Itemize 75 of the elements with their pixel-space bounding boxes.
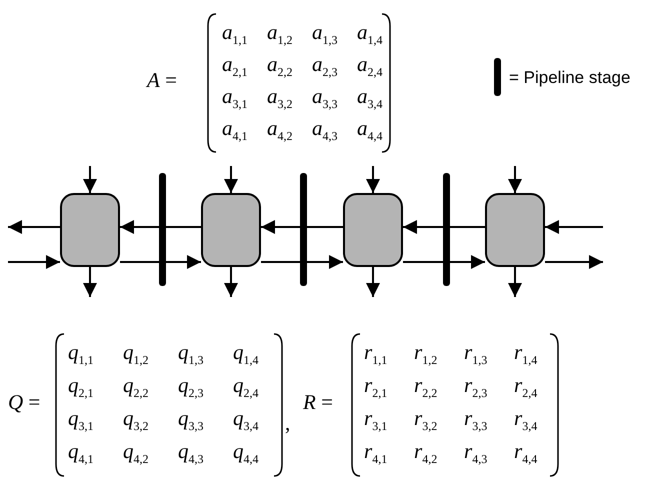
arrow — [83, 166, 97, 193]
arrow — [224, 267, 238, 297]
matrix-entry: q$_{2,1}$ — [68, 375, 94, 400]
matrix-entry: q$_{3,2}$ — [123, 408, 148, 432]
matrix-entry: a$_{4,3}$ — [312, 118, 338, 142]
matrix-entry: a$_{1,4}$ — [357, 22, 382, 46]
processing-element — [485, 193, 545, 267]
matrix-entry: q$_{4,1}$ — [68, 441, 94, 466]
matrix-entry: q$_{4,4}$ — [233, 441, 258, 466]
matrix-name: Q = — [8, 392, 40, 412]
matrix-entry: r$_{1,1}$ — [364, 342, 388, 366]
arrow — [508, 166, 522, 193]
processing-element — [343, 193, 403, 267]
matrix-entry: r$_{2,4}$ — [514, 375, 538, 400]
arrow — [261, 220, 343, 234]
matrix-entry: a$_{2,4}$ — [357, 54, 382, 78]
arrow — [545, 220, 603, 234]
matrix-entry: r$_{2,3}$ — [464, 375, 488, 400]
matrix-entry: a$_{4,1}$ — [222, 118, 248, 142]
matrix-entry: r$_{2,2}$ — [414, 375, 438, 400]
arrow — [120, 255, 201, 269]
matrix-entry: q$_{3,1}$ — [68, 408, 94, 432]
arrow — [508, 267, 522, 297]
matrix-entry: q$_{1,2}$ — [123, 342, 148, 366]
matrix-entry: r$_{4,1}$ — [364, 441, 388, 466]
matrix-entry: q$_{1,3}$ — [178, 342, 204, 366]
matrix-entry: r$_{1,3}$ — [464, 342, 488, 366]
matrix-entry: a$_{1,2}$ — [267, 22, 292, 46]
matrix-entry: a$_{3,2}$ — [267, 86, 292, 110]
matrix-entry: a$_{3,1}$ — [222, 86, 248, 110]
matrix-name: A = — [147, 70, 177, 91]
matrix-entry: r$_{3,3}$ — [464, 408, 488, 432]
matrix-entry: a$_{4,4}$ — [357, 118, 382, 142]
matrix-entry: a$_{2,3}$ — [312, 54, 338, 78]
arrow — [120, 220, 201, 234]
matrix-entry: q$_{4,2}$ — [123, 441, 148, 466]
matrix-entry: r$_{1,2}$ — [414, 342, 438, 366]
matrix-entry: a$_{2,1}$ — [222, 54, 248, 78]
matrix-entry: a$_{1,3}$ — [312, 22, 338, 46]
matrix-entry: q$_{2,2}$ — [123, 375, 148, 400]
arrow — [403, 255, 485, 269]
arrow — [8, 255, 60, 269]
matrix-entry: q$_{1,1}$ — [68, 342, 94, 366]
matrix-entry: q$_{2,4}$ — [233, 375, 258, 400]
matrix-entry: a$_{3,4}$ — [357, 86, 382, 110]
arrow — [366, 166, 380, 193]
processing-element — [60, 193, 120, 267]
matrix-entry: q$_{3,4}$ — [233, 408, 258, 432]
matrix-entry: a$_{4,2}$ — [267, 118, 292, 142]
matrix-entry: r$_{3,1}$ — [364, 408, 388, 432]
matrix-entry: q$_{2,3}$ — [178, 375, 204, 400]
matrix-entry: a$_{2,2}$ — [267, 54, 292, 78]
arrow — [224, 166, 238, 193]
matrix-entry: q$_{3,3}$ — [178, 408, 204, 432]
matrix-name: R = — [303, 392, 333, 412]
processing-element — [201, 193, 261, 267]
arrow — [261, 255, 343, 269]
matrix-entry: r$_{2,1}$ — [364, 375, 388, 400]
matrix-entry: r$_{4,4}$ — [514, 441, 538, 466]
punctuation: , — [285, 413, 290, 434]
matrix-entry: r$_{1,4}$ — [514, 342, 538, 366]
legend-label: = Pipeline stage — [509, 69, 630, 86]
matrix-entry: a$_{1,1}$ — [222, 22, 248, 46]
arrow — [403, 220, 485, 234]
matrix-entry: q$_{1,4}$ — [233, 342, 258, 366]
matrix-entry: r$_{3,2}$ — [414, 408, 438, 432]
matrix-entry: r$_{4,2}$ — [414, 441, 438, 466]
matrix-entry: r$_{3,4}$ — [514, 408, 538, 432]
matrix-entry: q$_{4,3}$ — [178, 441, 204, 466]
matrix-entry: a$_{3,3}$ — [312, 86, 338, 110]
arrow — [545, 255, 603, 269]
arrow — [366, 267, 380, 297]
matrix-entry: r$_{4,3}$ — [464, 441, 488, 466]
arrow — [83, 267, 97, 297]
arrow — [8, 220, 60, 234]
